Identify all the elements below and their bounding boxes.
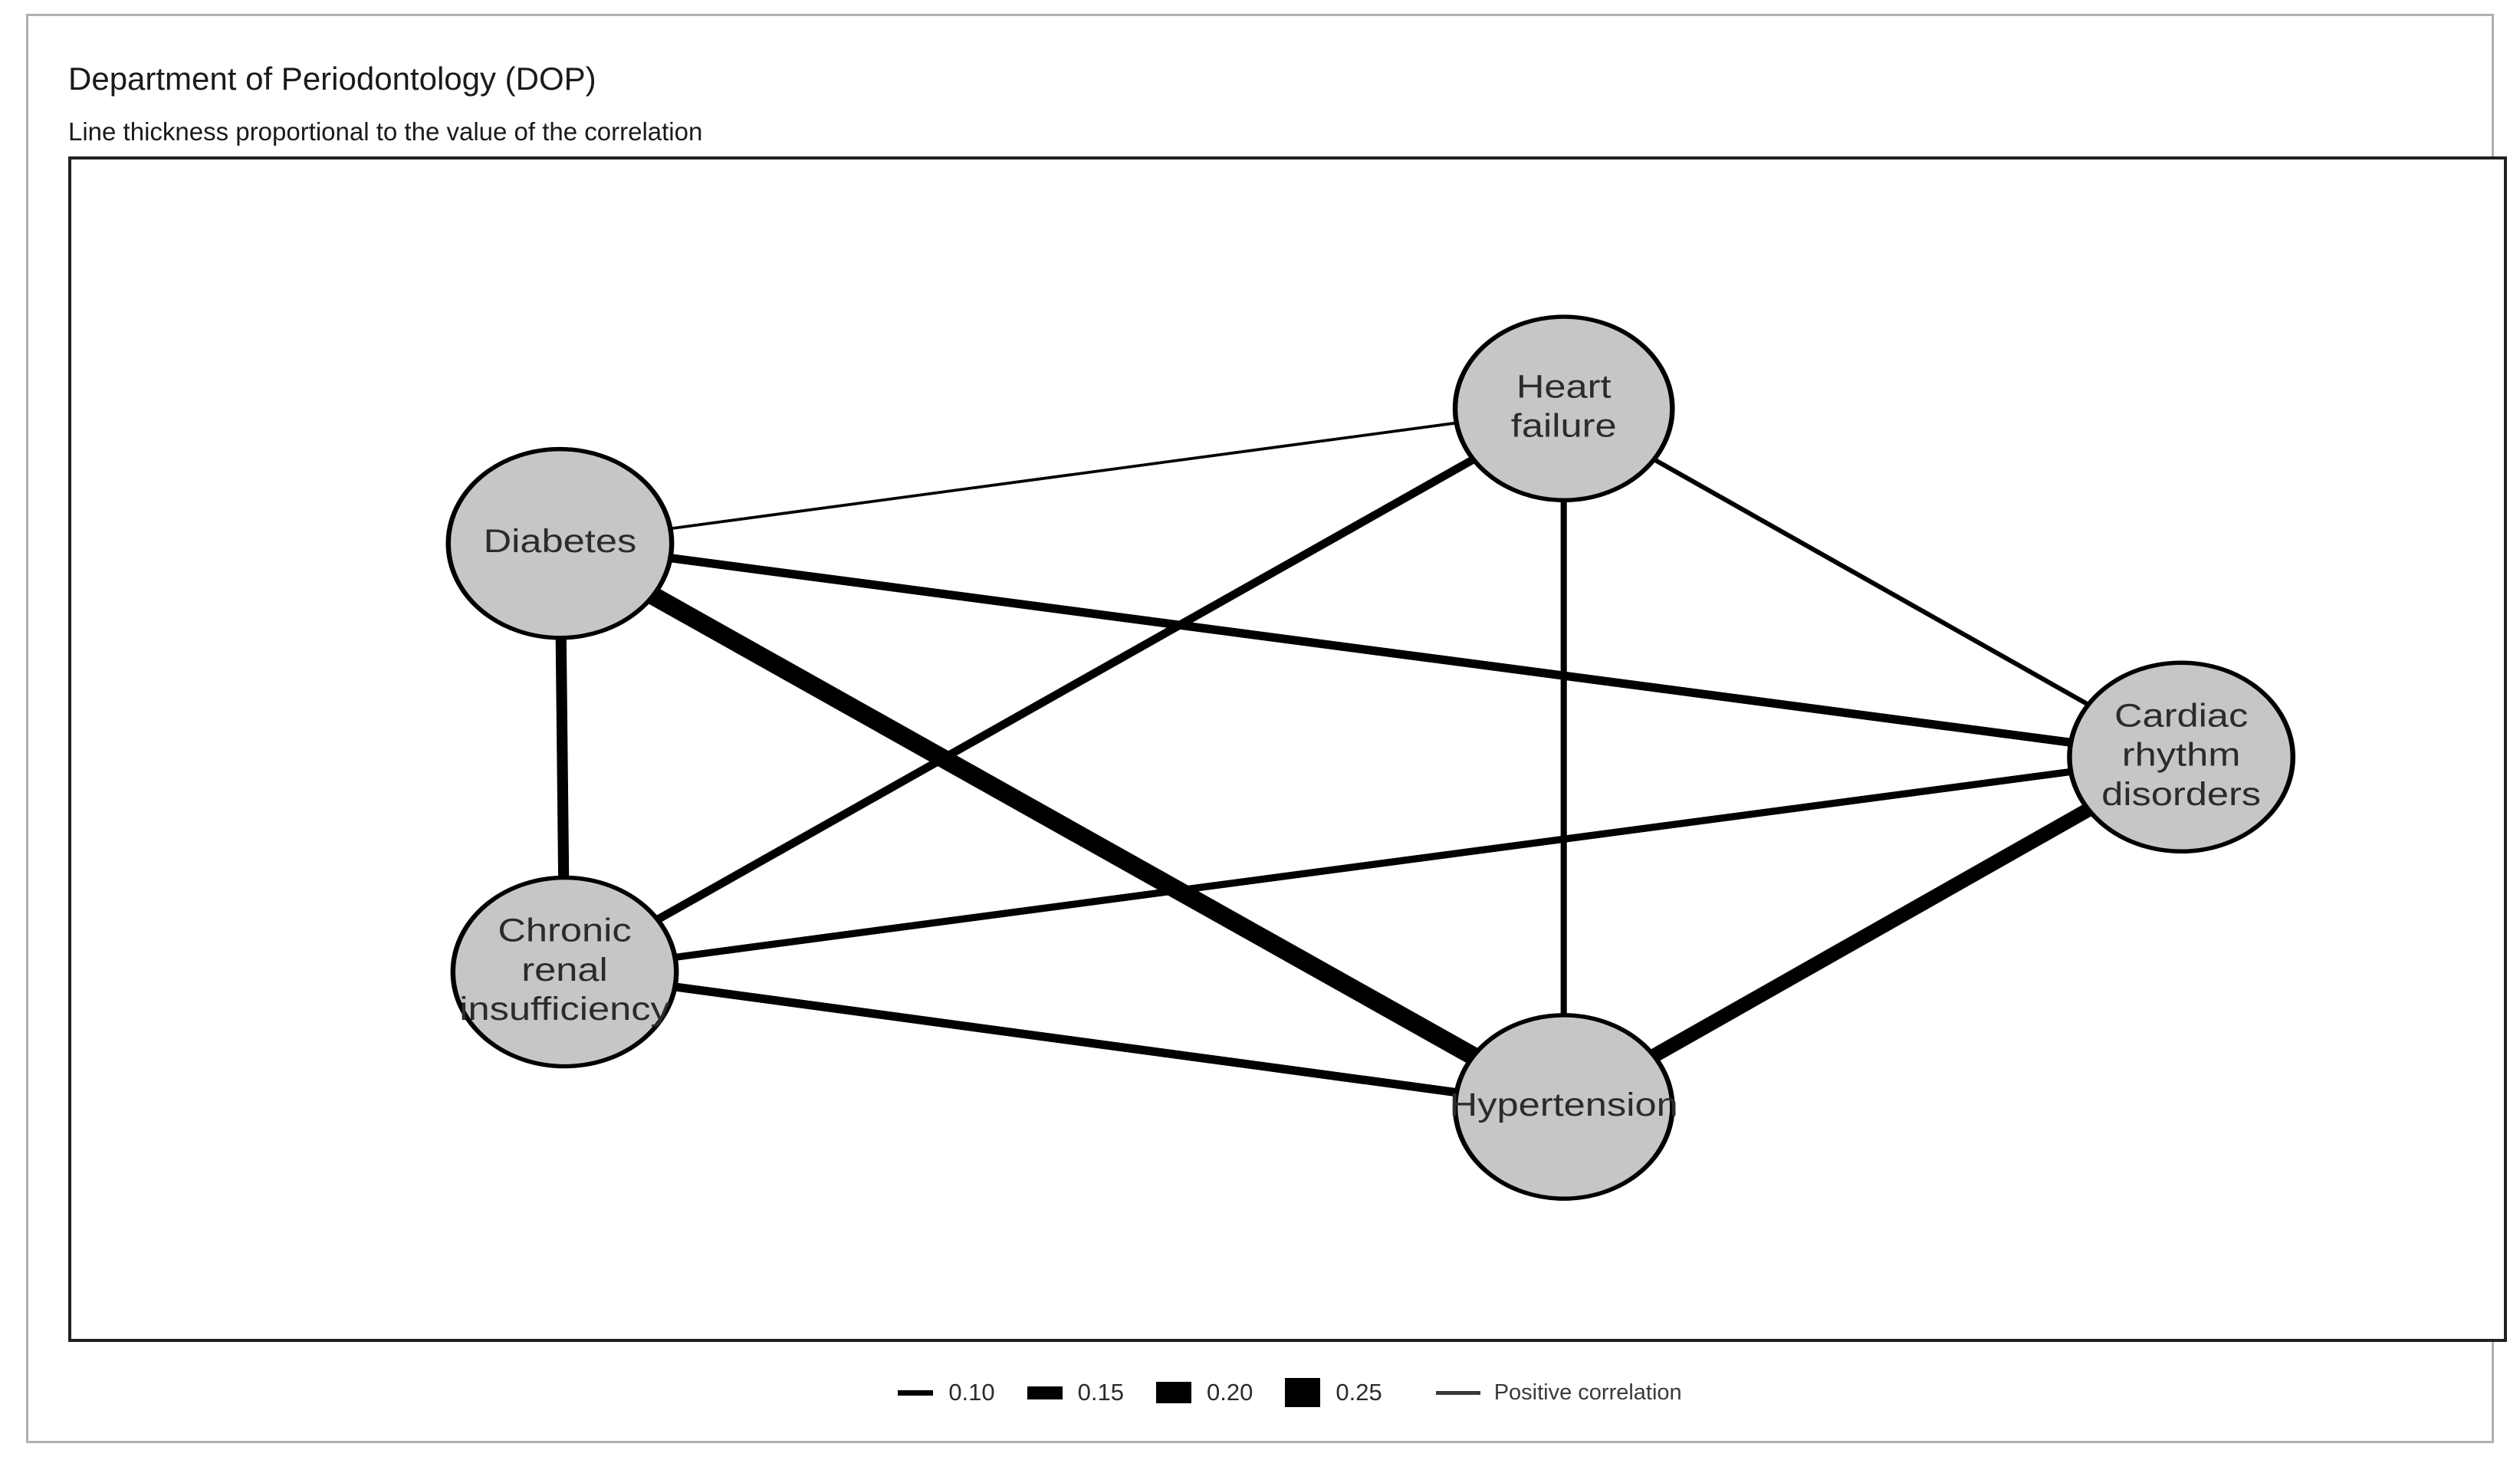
edge-diabetes-cardiac_rhythm	[559, 539, 2183, 761]
legend-thickness-bar	[1285, 1378, 1321, 1407]
edge-heart_failure-chronic_renal	[562, 405, 1567, 975]
outer-panel-border: Department of Periodontology (DOP) Line …	[26, 14, 2507, 1443]
legend-label-positive-correlation: Positive correlation	[1493, 1380, 1682, 1405]
legend: 0.10 0.15 0.20 0.25 Positive correlation	[68, 1366, 2507, 1450]
network-graph: Diabetes HeartfailureCardiacrhythmdisorde…	[445, 314, 2296, 1201]
node-circle-diabetes[interactable]	[445, 446, 675, 640]
node-circle-hypertension[interactable]	[1452, 1013, 1675, 1201]
legend-label-0.15: 0.15	[1077, 1379, 1124, 1406]
edge-diabetes-heart_failure	[560, 406, 1565, 545]
page-title: Department of Periodontology (DOP)	[68, 61, 596, 97]
node-label-hypertension: Hypertension	[1450, 1086, 1678, 1122]
node-label-diabetes: Diabetes	[484, 523, 637, 559]
legend-entry-0.25: 0.25	[1280, 1377, 1382, 1408]
legend-swatch-0.20	[1152, 1377, 1196, 1408]
edge-heart_failure-cardiac_rhythm	[1562, 406, 2183, 759]
node-label-heart_failure: failure	[1511, 407, 1617, 443]
node-label-chronic_renal: Chronic	[498, 912, 631, 948]
legend-entry-0.10: 0.10	[893, 1377, 995, 1408]
legend-label-0.25: 0.25	[1336, 1379, 1382, 1406]
node-label-cardiac_rhythm: Cardiac	[2114, 697, 2248, 733]
edge-diabetes-hypertension	[554, 536, 1570, 1115]
page-subtitle: Line thickness proportional to the value…	[68, 117, 703, 146]
legend-label-0.20: 0.20	[1207, 1379, 1253, 1406]
node-diabetes[interactable]: Diabetes	[445, 446, 675, 640]
edges-layer	[554, 405, 2187, 1115]
legend-swatch-0.25	[1280, 1377, 1325, 1408]
edge-cardiac_rhythm-chronic_renal	[563, 753, 2182, 976]
legend-items: 0.10 0.15 0.20 0.25 Positive correlation	[893, 1366, 1682, 1419]
legend-label-0.10: 0.10	[948, 1379, 995, 1406]
node-hypertension[interactable]: Hypertension	[1450, 1013, 1678, 1201]
legend-line-swatch	[1435, 1390, 1480, 1395]
legend-thickness-bar	[1156, 1382, 1191, 1403]
legend-thickness-bar	[1027, 1386, 1063, 1399]
legend-entry-positive-correlation: Positive correlation	[1435, 1380, 1682, 1406]
node-label-cardiac_rhythm: disorders	[2101, 775, 2261, 811]
legend-swatch-0.10	[893, 1377, 938, 1408]
node-circle-chronic_renal[interactable]	[450, 875, 679, 1069]
edge-chronic_renal-hypertension	[563, 968, 1565, 1112]
legend-thickness-bar	[898, 1389, 934, 1396]
legend-swatch-0.15	[1023, 1377, 1067, 1408]
node-label-chronic_renal: renal	[521, 951, 607, 987]
nodes-layer: Diabetes HeartfailureCardiacrhythmdisorde…	[445, 314, 2296, 1201]
node-circle-cardiac_rhythm[interactable]	[2067, 660, 2296, 854]
edge-cardiac_rhythm-hypertension	[1559, 751, 2187, 1113]
legend-entry-0.15: 0.15	[1023, 1377, 1124, 1408]
node-circle-heart_failure[interactable]	[1452, 314, 1675, 503]
node-label-heart_failure: Heart	[1516, 368, 1612, 404]
legend-entry-0.20: 0.20	[1152, 1377, 1253, 1408]
node-label-cardiac_rhythm: rhythm	[2122, 736, 2241, 772]
node-label-chronic_renal: insufficiency	[459, 991, 670, 1027]
